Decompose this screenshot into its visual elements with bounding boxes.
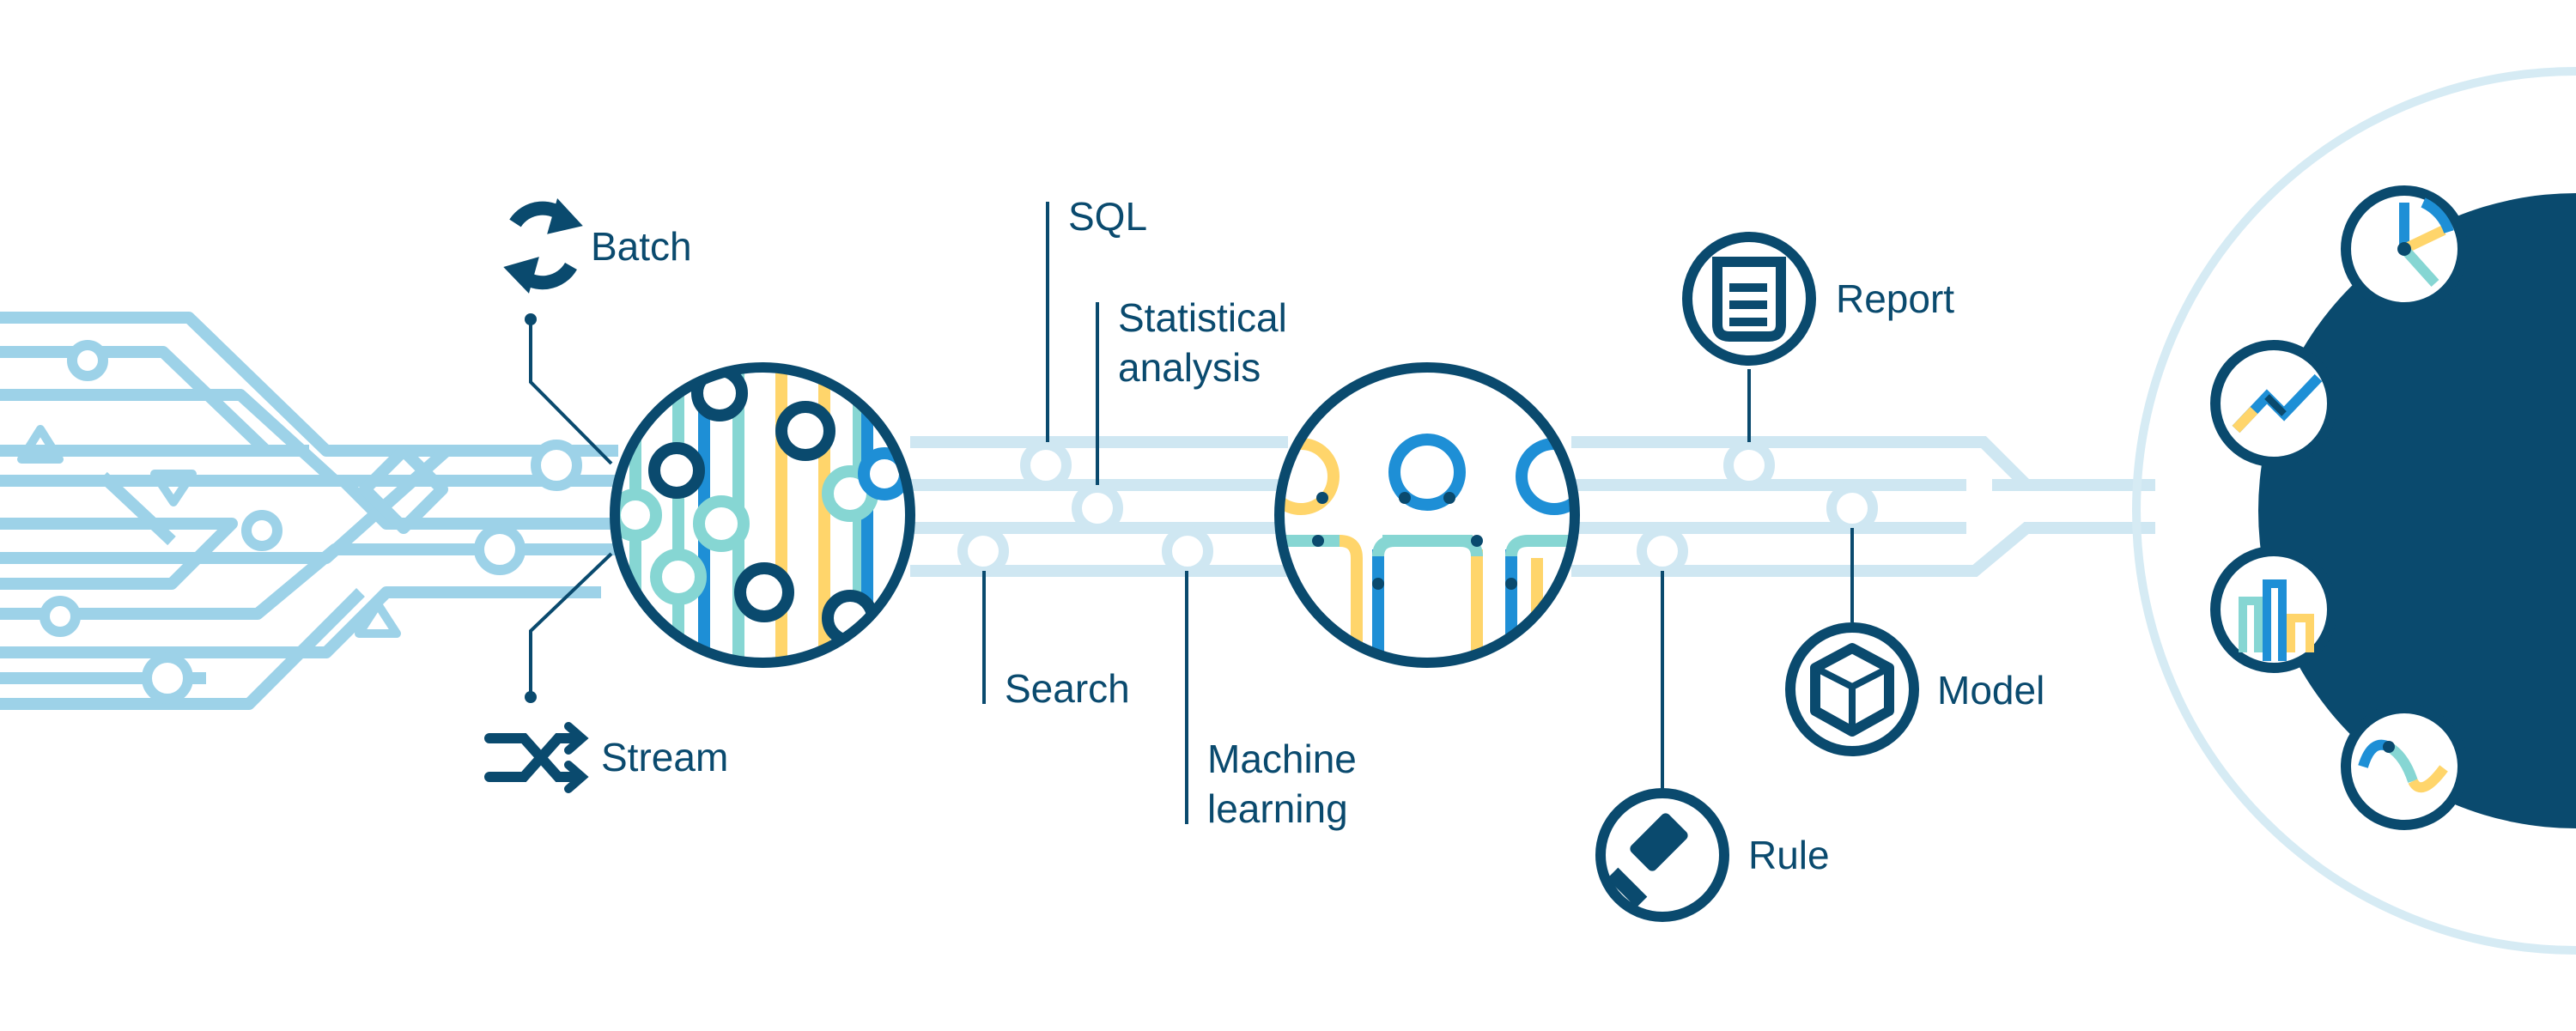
rule-label: Rule bbox=[1748, 833, 1830, 877]
machine-learning-label-line2: learning bbox=[1207, 786, 1348, 831]
stream-connector-dot bbox=[525, 691, 537, 703]
stream-label: Stream bbox=[601, 735, 728, 779]
users-circle bbox=[1274, 362, 1580, 668]
destination-circle bbox=[2132, 67, 2576, 955]
input-circuit-lines bbox=[0, 312, 618, 710]
gavel-icon bbox=[1607, 813, 1688, 908]
report-label: Report bbox=[1836, 276, 1954, 321]
report-node bbox=[1682, 232, 1816, 366]
machine-learning-label-line1: Machine bbox=[1207, 737, 1357, 781]
search-label: Search bbox=[1005, 666, 1130, 711]
pipeline-nodes bbox=[957, 440, 1878, 577]
cube-icon bbox=[1810, 643, 1894, 737]
statistical-analysis-label-line1: Statistical bbox=[1118, 295, 1287, 340]
processing-connectors bbox=[982, 202, 1188, 824]
input-nodes bbox=[39, 340, 582, 704]
line-chart-icon bbox=[2210, 340, 2337, 467]
batch-connector bbox=[529, 319, 613, 465]
output-connectors bbox=[1661, 369, 1854, 790]
model-node bbox=[1785, 622, 1919, 756]
shuffle-icon bbox=[484, 722, 589, 793]
batch-connector-dot bbox=[525, 313, 537, 325]
wave-chart-icon bbox=[2341, 703, 2468, 830]
document-icon bbox=[1712, 257, 1786, 342]
input-triangles bbox=[17, 425, 401, 638]
model-label: Model bbox=[1937, 668, 2044, 713]
refresh-icon bbox=[503, 198, 583, 294]
statistical-analysis-label-line2: analysis bbox=[1118, 345, 1261, 390]
batch-label: Batch bbox=[591, 224, 692, 269]
data-store-circle bbox=[610, 362, 915, 668]
stream-connector bbox=[529, 552, 613, 697]
bar-chart-icon bbox=[2210, 546, 2337, 673]
pie-chart-icon bbox=[2341, 185, 2468, 312]
sql-label: SQL bbox=[1068, 194, 1147, 239]
rule-node bbox=[1595, 788, 1729, 922]
